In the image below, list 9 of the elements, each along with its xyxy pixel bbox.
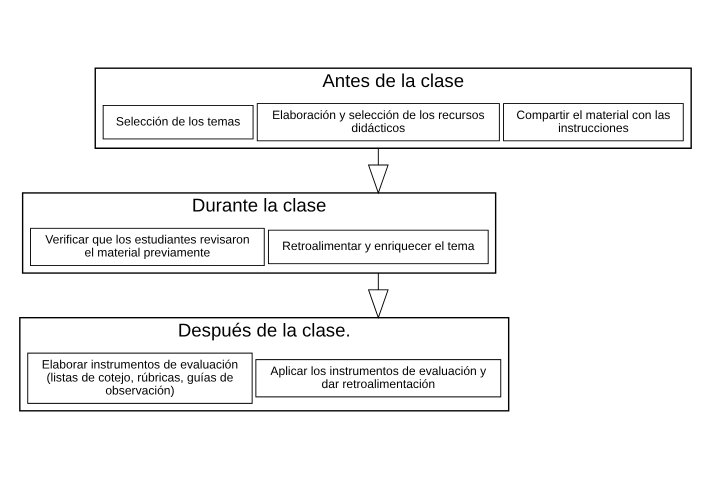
node-box: Verificar que los estudiantes revisaron el material previamente (30, 228, 265, 266)
arrow (368, 148, 389, 194)
node-box: Compartir el material con las instrucciones (503, 103, 684, 142)
node-box: Retroalimentar y enriquecer el tema (268, 230, 489, 264)
node-box: Elaborar instrumentos de evaluación (listas de cotejo, rúbricas, guías de observación) (27, 352, 253, 404)
arrow (368, 272, 389, 320)
node-box: Aplicar los instrumentos de evaluación y dar retroalimentación (255, 359, 502, 398)
node-box: Elaboración y selección de los recursos didácticos (256, 103, 500, 142)
node-box: Selección de los temas (102, 104, 254, 140)
